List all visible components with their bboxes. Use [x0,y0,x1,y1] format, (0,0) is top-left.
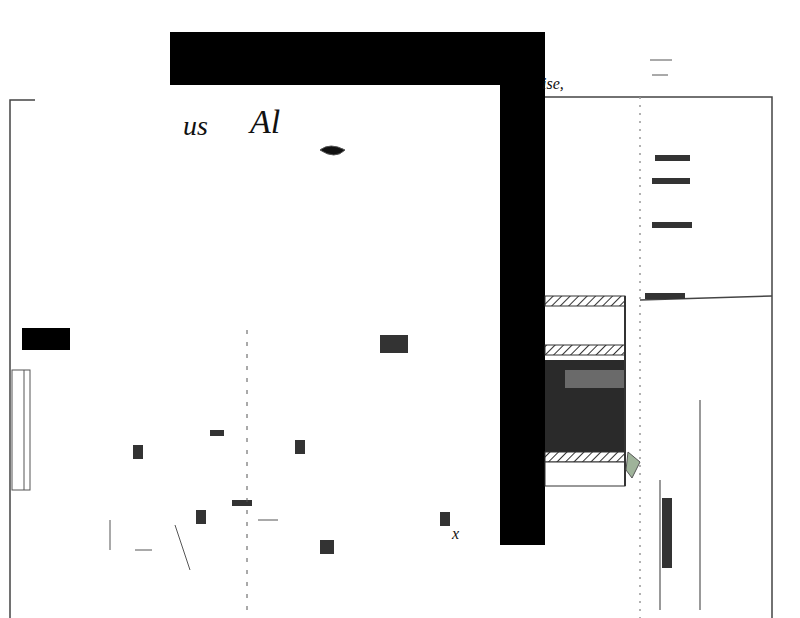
plan-note: ise, [542,76,564,92]
wall-section [545,296,640,486]
plan-note: x [452,526,459,542]
redaction-block [22,32,545,618]
faint-notes [133,155,692,568]
plan-note: us [183,112,208,140]
plan-note: Al [250,105,280,139]
plan-linework [12,60,672,610]
